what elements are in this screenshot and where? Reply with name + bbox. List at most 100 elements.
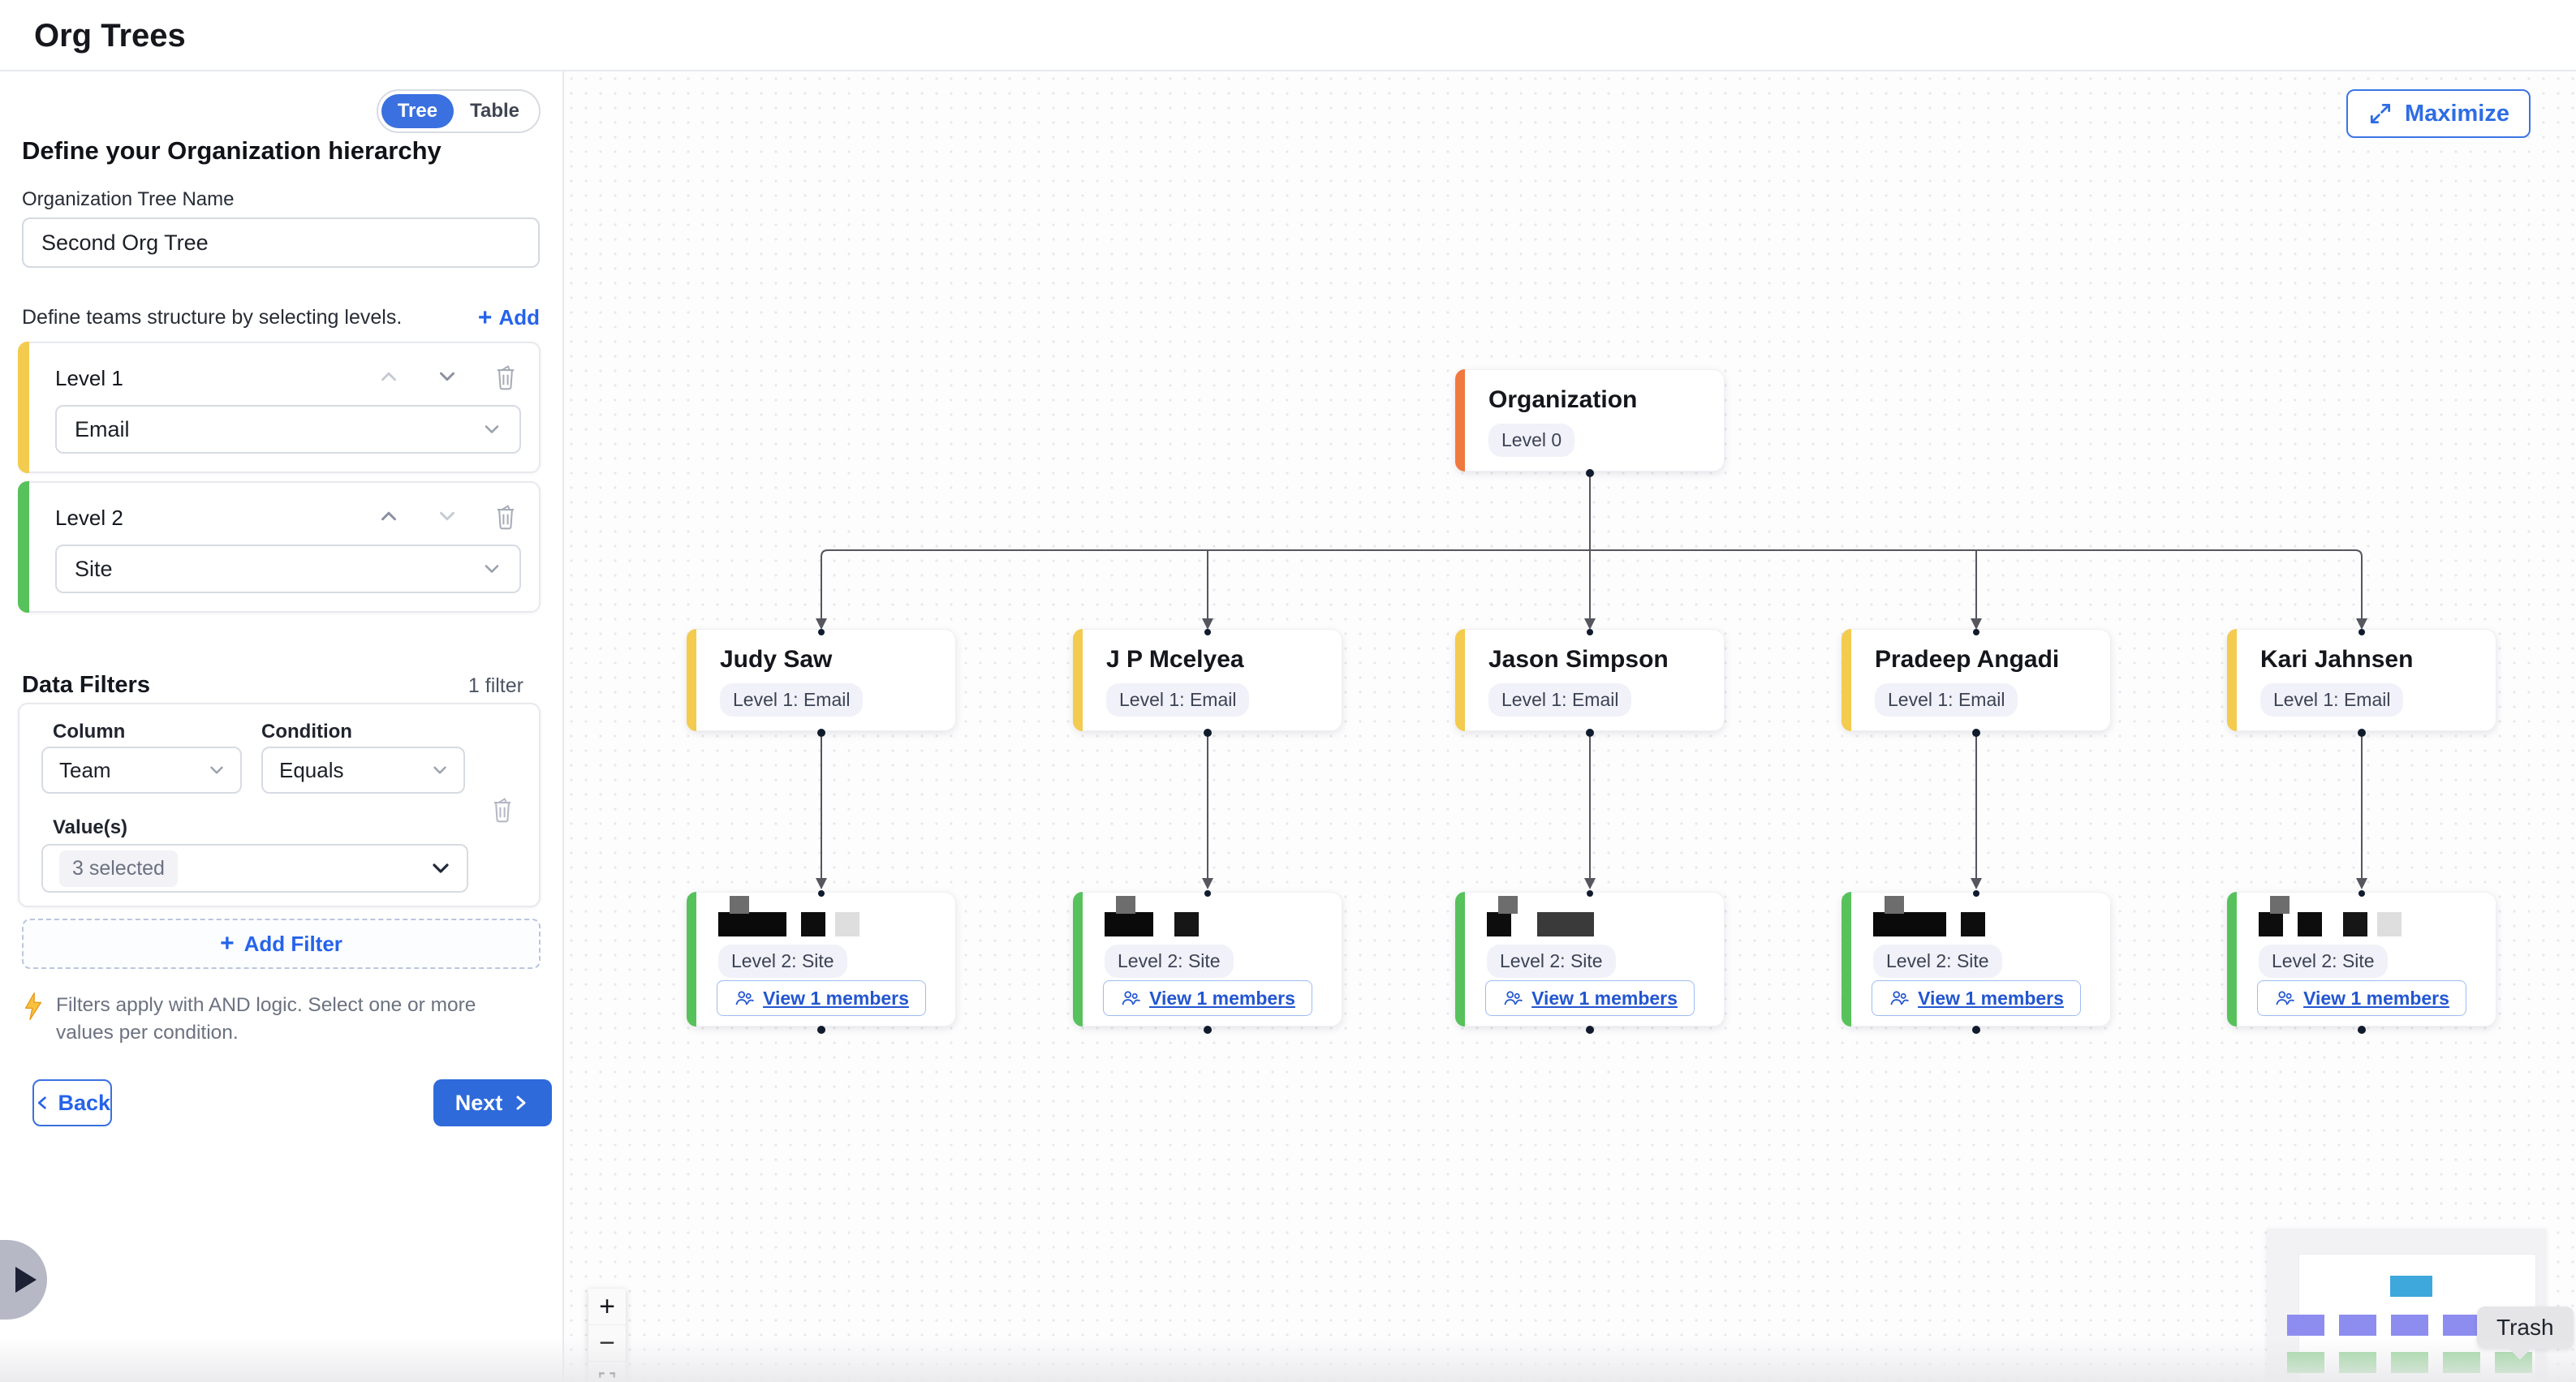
sidebar-heading: Define your Organization hierarchy <box>22 136 442 165</box>
node-title: Organization <box>1488 386 1638 413</box>
minimap[interactable] <box>2267 1229 2546 1382</box>
redacted-name <box>2259 896 2402 936</box>
node-accent-bar <box>2227 892 2237 1027</box>
toggle-table[interactable]: Table <box>470 100 519 122</box>
view-members-label: View 1 members <box>1149 987 1295 1009</box>
zoom-in-button[interactable]: + <box>588 1289 626 1325</box>
org-branch: Pradeep Angadi Level 1: Email Level 2: S… <box>1842 629 2111 1027</box>
back-button[interactable]: Back <box>32 1079 112 1126</box>
condition-select[interactable]: Equals <box>261 747 465 794</box>
view-members-button[interactable]: View 1 members <box>1103 980 1312 1016</box>
node-title: Judy Saw <box>720 646 833 673</box>
org-branch: J P Mcelyea Level 1: Email Level 2: Site… <box>1073 629 1342 1027</box>
plus-icon: + <box>477 304 493 331</box>
members-icon <box>735 991 755 1005</box>
node-accent-bar <box>1842 892 1851 1027</box>
condition-value: Equals <box>279 757 344 782</box>
view-members-button[interactable]: View 1 members <box>717 980 926 1016</box>
node-accent-bar <box>1455 629 1465 731</box>
org-node-level1[interactable]: Judy Saw Level 1: Email <box>687 629 956 731</box>
expand-icon <box>2370 103 2391 124</box>
org-node-level2[interactable]: Level 2: Site View 1 members <box>1455 892 1725 1027</box>
org-branch: Judy Saw Level 1: Email Level 2: Site Vi… <box>687 629 956 1027</box>
values-select[interactable]: 3 selected <box>41 844 468 893</box>
levels-hint-row: Define teams structure by selecting leve… <box>22 305 540 330</box>
fit-view-button[interactable] <box>588 1362 626 1382</box>
delete-level-icon[interactable] <box>493 363 518 390</box>
condition-label: Condition <box>261 721 352 743</box>
view-members-label: View 1 members <box>1531 987 1678 1009</box>
org-node-level1[interactable]: Kari Jahnsen Level 1: Email <box>2227 629 2496 731</box>
org-node-level1[interactable]: Jason Simpson Level 1: Email <box>1455 629 1725 731</box>
zoom-controls: + − <box>588 1289 626 1382</box>
view-toggle: Tree Table <box>376 89 541 133</box>
members-icon <box>1504 991 1523 1005</box>
add-level-button[interactable]: + Add <box>478 305 540 330</box>
tree-name-input[interactable] <box>22 217 540 268</box>
trash-tooltip: Trash <box>2477 1307 2574 1360</box>
view-members-button[interactable]: View 1 members <box>1872 980 2081 1016</box>
org-tree-canvas[interactable]: Maximize <box>564 71 2576 1382</box>
values-label: Value(s) <box>53 816 128 838</box>
org-node-level2[interactable]: Level 2: Site View 1 members <box>2227 892 2496 1027</box>
view-members-label: View 1 members <box>1918 987 2064 1009</box>
org-node-level2[interactable]: Level 2: Site View 1 members <box>1842 892 2111 1027</box>
maximize-button[interactable]: Maximize <box>2346 89 2531 138</box>
org-node-level2[interactable]: Level 2: Site View 1 members <box>687 892 956 1027</box>
level1-select[interactable]: Email <box>55 405 521 454</box>
next-label: Next <box>454 1090 503 1115</box>
minimap-node <box>2443 1352 2480 1373</box>
node-level-badge: Level 1: Email <box>1106 683 1250 717</box>
level-card-2: Level 2 Site <box>18 481 541 613</box>
level-card-1: Level 1 Email <box>18 342 541 473</box>
node-level-badge: Level 1: Email <box>720 683 864 717</box>
data-filters-title: Data Filters <box>22 672 150 698</box>
org-branch: Jason Simpson Level 1: Email Level 2: Si… <box>1455 629 1725 1027</box>
node-accent-bar <box>687 629 696 731</box>
node-accent-bar <box>1073 892 1083 1027</box>
plus-icon: + <box>220 930 235 957</box>
org-node-root[interactable]: Organization Level 0 <box>1455 369 1725 471</box>
chevron-down-icon <box>433 863 449 873</box>
node-title: Jason Simpson <box>1488 646 1669 673</box>
move-up-icon[interactable] <box>377 364 401 389</box>
column-select[interactable]: Team <box>41 747 242 794</box>
column-label: Column <box>53 721 126 743</box>
add-filter-button[interactable]: + Add Filter <box>22 919 541 969</box>
move-down-icon[interactable] <box>435 504 459 528</box>
zoom-out-button[interactable]: − <box>588 1325 626 1362</box>
level1-select-value: Email <box>75 416 130 441</box>
chevron-down-icon <box>433 766 446 774</box>
view-members-button[interactable]: View 1 members <box>2257 980 2466 1016</box>
node-level-badge: Level 1: Email <box>1488 683 1632 717</box>
members-icon <box>1890 991 1910 1005</box>
add-filter-label: Add Filter <box>243 931 342 956</box>
level2-select-value: Site <box>75 556 113 581</box>
org-node-level1[interactable]: Pradeep Angadi Level 1: Email <box>1842 629 2111 731</box>
minimap-node <box>2391 1352 2428 1373</box>
move-down-icon[interactable] <box>435 364 459 389</box>
page-title: Org Trees <box>34 18 186 54</box>
level2-accent-bar <box>18 481 29 613</box>
level2-controls <box>377 502 518 530</box>
view-members-button[interactable]: View 1 members <box>1485 980 1695 1016</box>
node-title: J P Mcelyea <box>1106 646 1244 673</box>
maximize-label: Maximize <box>2405 100 2509 127</box>
next-button[interactable]: Next <box>433 1079 552 1126</box>
level2-label: Level 2 <box>55 506 123 530</box>
node-level-badge: Level 1: Email <box>1875 683 2018 717</box>
delete-filter-icon[interactable] <box>490 795 515 823</box>
org-node-level2[interactable]: Level 2: Site View 1 members <box>1073 892 1342 1027</box>
minimap-node <box>2339 1352 2376 1373</box>
chevron-right-icon <box>15 1267 37 1293</box>
delete-level-icon[interactable] <box>493 502 518 530</box>
toggle-tree[interactable]: Tree <box>381 94 454 128</box>
minimap-node-root <box>2390 1276 2432 1297</box>
level2-select[interactable]: Site <box>55 545 521 593</box>
move-up-icon[interactable] <box>377 504 401 528</box>
org-node-level1[interactable]: J P Mcelyea Level 1: Email <box>1073 629 1342 731</box>
filter-card: Column Condition Team Equals Value(s) <box>18 703 541 907</box>
values-selected-chip: 3 selected <box>59 850 178 887</box>
tree-name-label: Organization Tree Name <box>22 188 235 210</box>
